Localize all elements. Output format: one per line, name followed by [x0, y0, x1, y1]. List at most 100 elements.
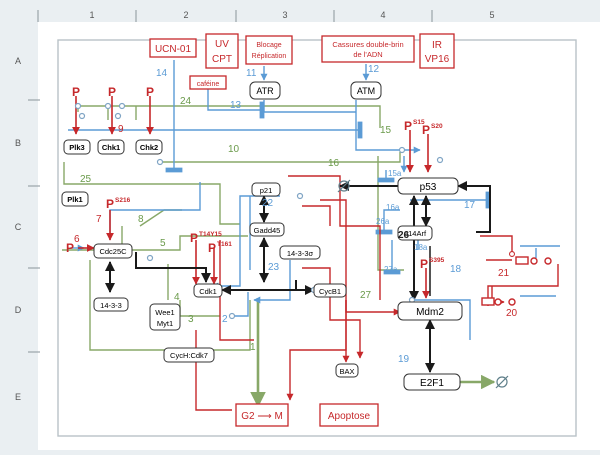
row-label-c: C [15, 222, 22, 232]
grid-ticks [28, 10, 433, 353]
p53-node: p53 [397, 177, 459, 195]
promoter-node-21a [530, 257, 538, 265]
edge-label-11: 11 [246, 68, 257, 79]
edge-label-21: 21 [498, 268, 510, 279]
edge-red-p21 [288, 175, 381, 300]
gadd45-node: Gadd45 [249, 222, 285, 237]
grid-labels: 1 2 3 4 5 A B C D E [15, 10, 495, 402]
cycb1-node: CycB1 [313, 283, 347, 298]
edge-label-3: 3 [188, 314, 194, 325]
apoptosis-label: Apoptose [328, 411, 371, 422]
edge-label-6: 6 [74, 234, 80, 245]
atr-label: ATR [256, 86, 274, 96]
col-label-3: 3 [282, 10, 287, 20]
p-s216-site: S216 [115, 197, 131, 204]
dsb-label-1: Cassures double-brin [332, 40, 403, 49]
p-s20: P [422, 123, 430, 137]
stimulus-labels: UCN-01 UV CPT Blocage Réplication Cassur… [155, 39, 450, 422]
pathway-frame [57, 39, 577, 437]
mdm2-label: Mdm2 [416, 307, 444, 318]
junction-dot [118, 102, 126, 110]
atr-node: ATR [249, 81, 281, 100]
edge-label-9: 9 [118, 124, 124, 135]
uv-cpt-box [205, 33, 239, 69]
edge-label-12: 12 [368, 64, 380, 75]
promoter-node-21b [544, 257, 552, 265]
junction-dot [436, 156, 444, 164]
row-label-e: E [15, 392, 21, 402]
promoter-box-21 [515, 256, 529, 265]
edge-label-26a: 26a [376, 217, 390, 226]
p1433s-node: 14-3-3σ [279, 245, 321, 260]
block-label-1: Blocage [256, 42, 281, 49]
plk3-label: Plk3 [69, 143, 84, 152]
edge-label-18: 18 [450, 264, 462, 275]
p53-degradation-icon [338, 180, 350, 192]
ir-vp16-box [419, 33, 455, 69]
dsb-box [321, 35, 415, 63]
phospho-labels: P P P P S15 P S20 P S216 P P T14Y15 P T1… [66, 85, 445, 271]
edge-10 [160, 152, 401, 163]
degradation-symbols [337, 179, 509, 389]
edge-label-24: 24 [180, 96, 192, 107]
edge-label-23: 23 [268, 262, 280, 273]
bax-node: BAX [335, 363, 359, 378]
edge-25 [63, 162, 240, 225]
col-label-5: 5 [489, 10, 494, 20]
cpt-label: CPT [212, 54, 232, 65]
edge-label-14: 14 [156, 68, 168, 79]
caffeine-label: caféine [197, 81, 220, 88]
p-t14y15-site: T14Y15 [199, 231, 222, 238]
edge-label-27a: 27a [384, 265, 398, 274]
cycb1-label: CycB1 [319, 287, 341, 296]
plk3-node: Plk3 [63, 139, 91, 155]
junction-dot [228, 312, 236, 320]
p-s395-site: S395 [429, 257, 445, 264]
p53-label: p53 [420, 182, 437, 193]
edge-label-4: 4 [174, 292, 180, 303]
dsb-label-2: de l'ADN [353, 50, 382, 59]
edge-label-7: 7 [96, 214, 102, 225]
edge-label-22: 22 [262, 198, 274, 209]
plk1-node: Plk1 [61, 191, 89, 207]
edge-label-15: 15 [380, 125, 392, 136]
p-chk2: P [146, 85, 154, 99]
mdm2-node: Mdm2 [397, 301, 463, 321]
edge-numbers: 14 11 12 13 24 9 15 10 16 15a 25 22 16a … [74, 64, 518, 365]
edge-label-17: 17 [464, 200, 476, 211]
phospho-arrows [72, 96, 432, 299]
p-t14y15: P [190, 231, 198, 245]
p1433-node: 14-3-3 [93, 297, 129, 312]
edge-label-27: 27 [360, 290, 372, 301]
junction-dot [146, 254, 154, 262]
edge-label-8: 8 [138, 214, 144, 225]
edge-label-16: 16 [328, 158, 340, 169]
chk1-label: Chk1 [102, 143, 120, 152]
edge-label-20: 20 [506, 308, 518, 319]
edge-13 [207, 88, 265, 119]
col-label-4: 4 [380, 10, 385, 20]
cdc25c-label: Cdc25C [99, 247, 127, 256]
promoter-node-20b [508, 298, 516, 306]
p-s395: P [420, 257, 428, 271]
cdc25c-node: Cdc25C [93, 243, 133, 259]
edge-label-2: 2 [222, 314, 228, 325]
edge-label-16a: 16a [386, 203, 400, 212]
junction-dot [78, 112, 86, 120]
cych-node: CycH:Cdk7 [163, 347, 215, 363]
edge-label-13: 13 [230, 100, 242, 111]
row-header-strip [0, 0, 38, 450]
block-label-2: Réplication [252, 53, 287, 60]
cdk1-node: Cdk1 [193, 283, 223, 298]
plk1-label: Plk1 [67, 195, 82, 204]
replication-block-box [245, 35, 293, 65]
e2f1-degradation-icon [496, 376, 508, 388]
uv-label: UV [215, 39, 229, 50]
edge-24 [78, 105, 381, 128]
atm-label: ATM [357, 86, 375, 96]
chk2-label: Chk2 [140, 143, 158, 152]
ir-label: IR [432, 40, 442, 51]
p-t161: P [208, 241, 216, 255]
cych-label: CycH:Cdk7 [170, 351, 208, 360]
